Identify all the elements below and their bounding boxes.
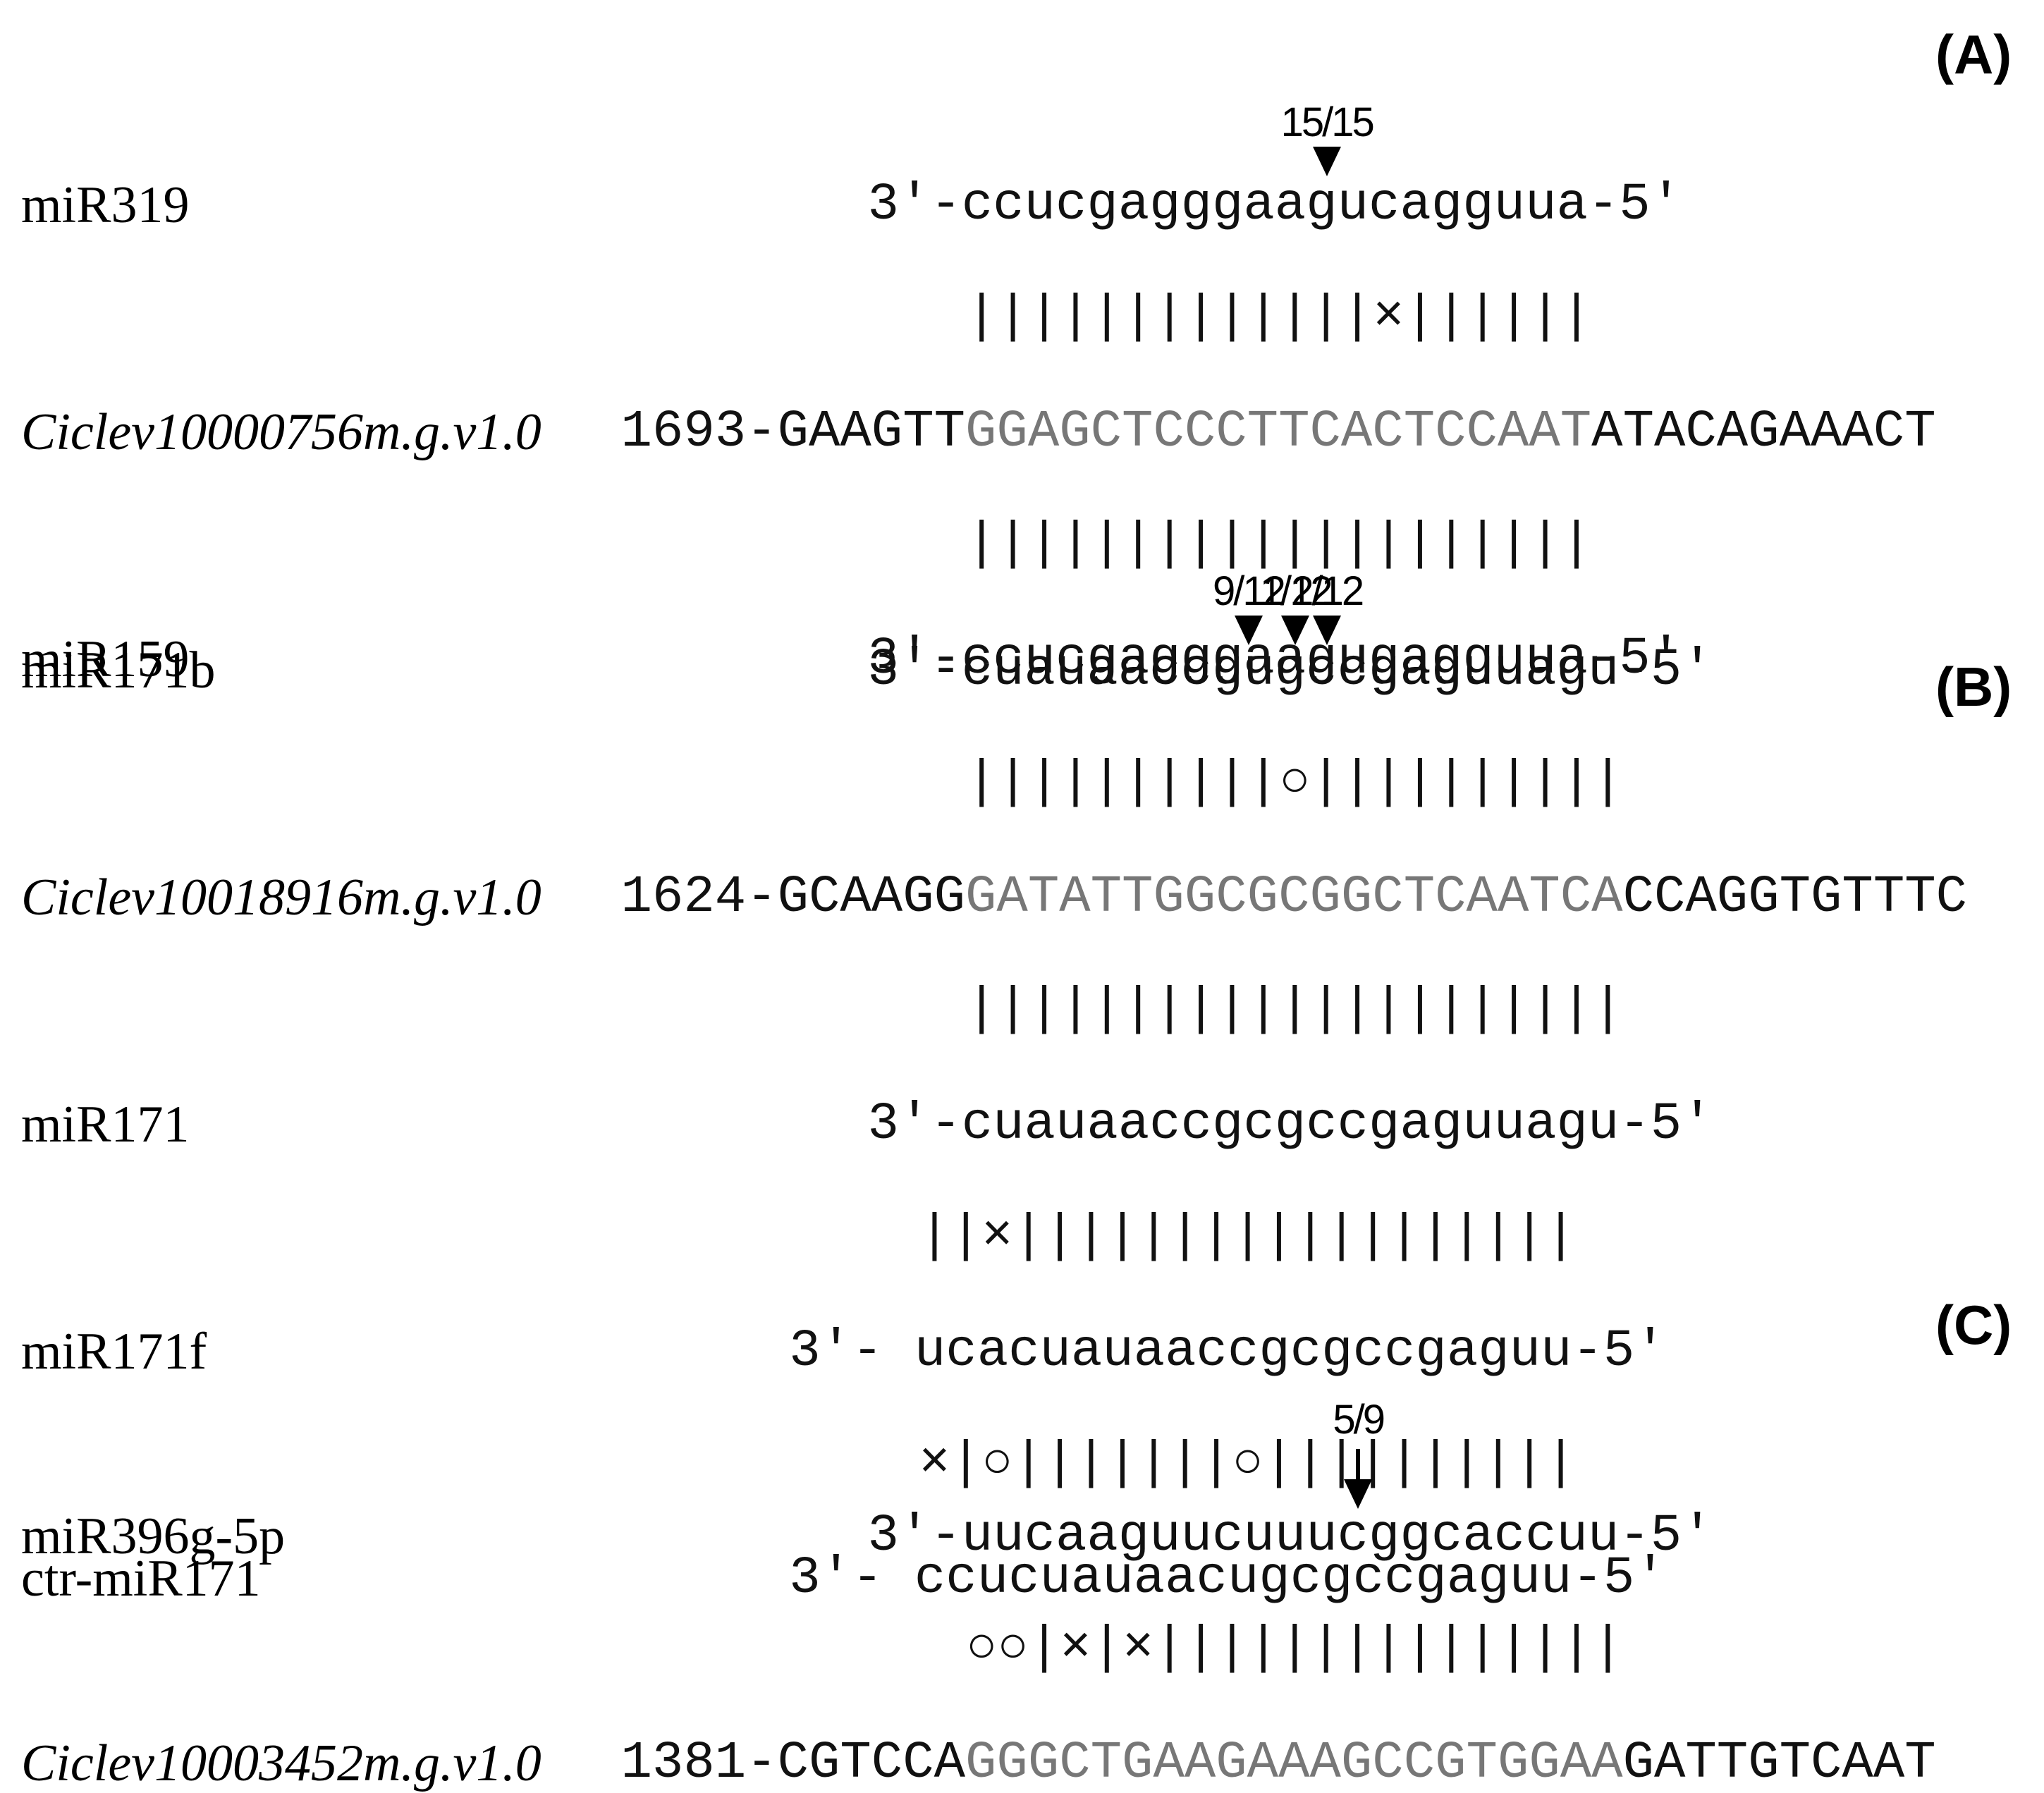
prime-end-3: 3′- (867, 1507, 962, 1566)
mirna-seq-text: ccucgagggaagucagguua (961, 176, 1588, 235)
prime-end-5: -5′ (1619, 641, 1713, 700)
mirna-sequence: 3′-ccucgagggaagucagguua-5′ (868, 179, 1682, 231)
prime-end-5: -5′ (1587, 630, 1682, 689)
cleavage-count-label: 9/12 (1213, 568, 1286, 614)
mirna-seq-text: uucaaguucuuucggcaccuu (961, 1507, 1620, 1566)
base-pairing-row: |||||||||||||||||||| (966, 518, 1592, 570)
mirna-seq-text: cuauaaccgugccgaguuagu (961, 641, 1620, 700)
flank-right: CCAGGTGTTTC (1622, 868, 1968, 927)
base-pairing-row: |||||||||||||×|||||| (966, 291, 1592, 343)
arrow-head (1281, 616, 1310, 645)
base-pair-symbols: ×|○|||||||○|||||||||| (919, 1434, 1577, 1493)
target-site: GATATTGGCGCGGCTCAATCA (965, 868, 1623, 927)
mirna-seq-text: ucacuauaaccgcgccgaguu (914, 1322, 1572, 1381)
mirna-name: miR319 (21, 176, 190, 234)
mirna-name: ctr-miR171 (21, 1550, 261, 1608)
prime-end-5: -5′ (1572, 1322, 1666, 1381)
cleavage-count-label: 2/12 (1291, 568, 1364, 614)
flank-left: GCAAGG (777, 868, 966, 927)
target-site: GGGCTGAAGAAAGCCGTGGAA (965, 1734, 1623, 1793)
target-position: 1381 (620, 1734, 747, 1793)
prime-end-3: 3′- (789, 1549, 914, 1608)
mirna-sequence: 3′-uucaaguucuuucggcaccuu-5′ (868, 1510, 1713, 1562)
flank-left: CGTCCA (777, 1734, 966, 1793)
mirna-name: miR396g-5p (21, 1507, 286, 1565)
target-position: 1693 (620, 403, 747, 462)
mirna-sequence: 3′-cuauaaccgugccgaguuagu-5′ (868, 644, 1713, 697)
arrow-head (1344, 1479, 1373, 1509)
panel-label: (C) (1935, 1294, 2012, 1356)
cleavage-count-label: 5/9 (1333, 1397, 1385, 1443)
base-pairing-row: ||||||||||||||||||||| (966, 984, 1624, 1036)
dash: - (746, 403, 778, 462)
target-gene-name: Ciclev10000756m.g.v1.0 (21, 403, 541, 461)
prime-end-5: -5′ (1587, 176, 1682, 235)
base-pairing-row: ||×|||||||||||||||||| (919, 1211, 1577, 1263)
base-pairing-row: ○○|×|×||||||||||||||| (966, 1622, 1624, 1675)
target-gene-name: Ciclev10018916m.g.v1.0 (21, 869, 541, 926)
prime-end-5: -5′ (1619, 1095, 1713, 1154)
prime-end-3: 3′- (867, 176, 962, 235)
target-gene-name: Ciclev10003452m.g.v1.0 (21, 1734, 541, 1792)
base-pair-symbols: ||||||||||○|||||||||| (966, 753, 1624, 812)
prime-end-3: 3′- (867, 630, 962, 689)
mirna-sequence: 3′- ccucuauaacugcgccgaguu-5′ (789, 1553, 1665, 1605)
target-sequence: 1693-GAAGTTGGAGCTCCCTTCACTCCAATATACAGAAA… (621, 406, 1936, 458)
panel-label: (B) (1935, 656, 2012, 718)
prime-end-3: 3′- (867, 1095, 962, 1154)
cleavage-count-label: 15/15 (1280, 99, 1375, 145)
cleavage-count-label: 1/12 (1259, 568, 1333, 614)
base-pair-symbols: |||||||||||||||||||| (966, 515, 1593, 574)
arrow-head (1234, 616, 1263, 645)
target-sequence: 1624-GCAAGGGATATTGGCGCGGCTCAATCACCAGGTGT… (621, 871, 1968, 924)
mirna-name: miR171 (21, 1096, 190, 1153)
prime-end-5: -5′ (1572, 1549, 1666, 1608)
target-position: 1624 (620, 868, 747, 927)
base-pair-symbols: ||×|||||||||||||||||| (919, 1207, 1577, 1266)
arrow-head (1312, 616, 1341, 645)
mirna-sequence: 3′-cuauaaccgcgccgaguuagu-5′ (868, 1099, 1713, 1151)
mirna-name: miR159 (21, 630, 190, 688)
arrow-head (1312, 147, 1341, 176)
base-pair-symbols: |||||||||||||×|||||| (966, 288, 1593, 347)
mirna-seq-text: ccucuauaacugcgccgaguu (914, 1549, 1572, 1608)
arrow-shaft (1356, 1449, 1361, 1479)
prime-end-3: 3′- (789, 1322, 914, 1381)
base-pair-symbols: ○○|×|×||||||||||||||| (966, 1619, 1624, 1678)
panel-label: (A) (1935, 23, 2012, 85)
base-pair-symbols: ||||||||||||||||||||| (966, 980, 1624, 1039)
mirna-sequence: 3′-ccucgagggaagugagguua-5′ (868, 633, 1682, 685)
dash: - (746, 868, 778, 927)
mirna-name: miR171b (21, 642, 216, 699)
base-pairing-row: ×|○|||||||○|||||||||| (919, 1438, 1577, 1490)
flank-left: GAAGTT (777, 403, 966, 462)
prime-end-5: -5′ (1619, 1507, 1713, 1566)
target-site: GGAGCTCCCTTCACTCCAAT (965, 403, 1592, 462)
mirna-sequence: 3′- ucacuauaaccgcgccgaguu-5′ (789, 1326, 1665, 1378)
base-pairing-row: ||||||||||○|||||||||| (966, 757, 1624, 809)
dash: - (746, 1734, 778, 1793)
flank-right: GATTGTCAAT (1622, 1734, 1936, 1793)
mirna-seq-text: cuauaaccgcgccgaguuagu (961, 1095, 1620, 1154)
mirna-seq-text: ccucgagggaagugagguua (961, 630, 1588, 689)
flank-right: ATACAGAAACT (1591, 403, 1936, 462)
prime-end-3: 3′- (867, 641, 962, 700)
mirna-name: miR171f (21, 1323, 207, 1381)
target-sequence: 1381-CGTCCAGGGCTGAAGAAAGCCGTGGAAGATTGTCA… (621, 1737, 1936, 1789)
